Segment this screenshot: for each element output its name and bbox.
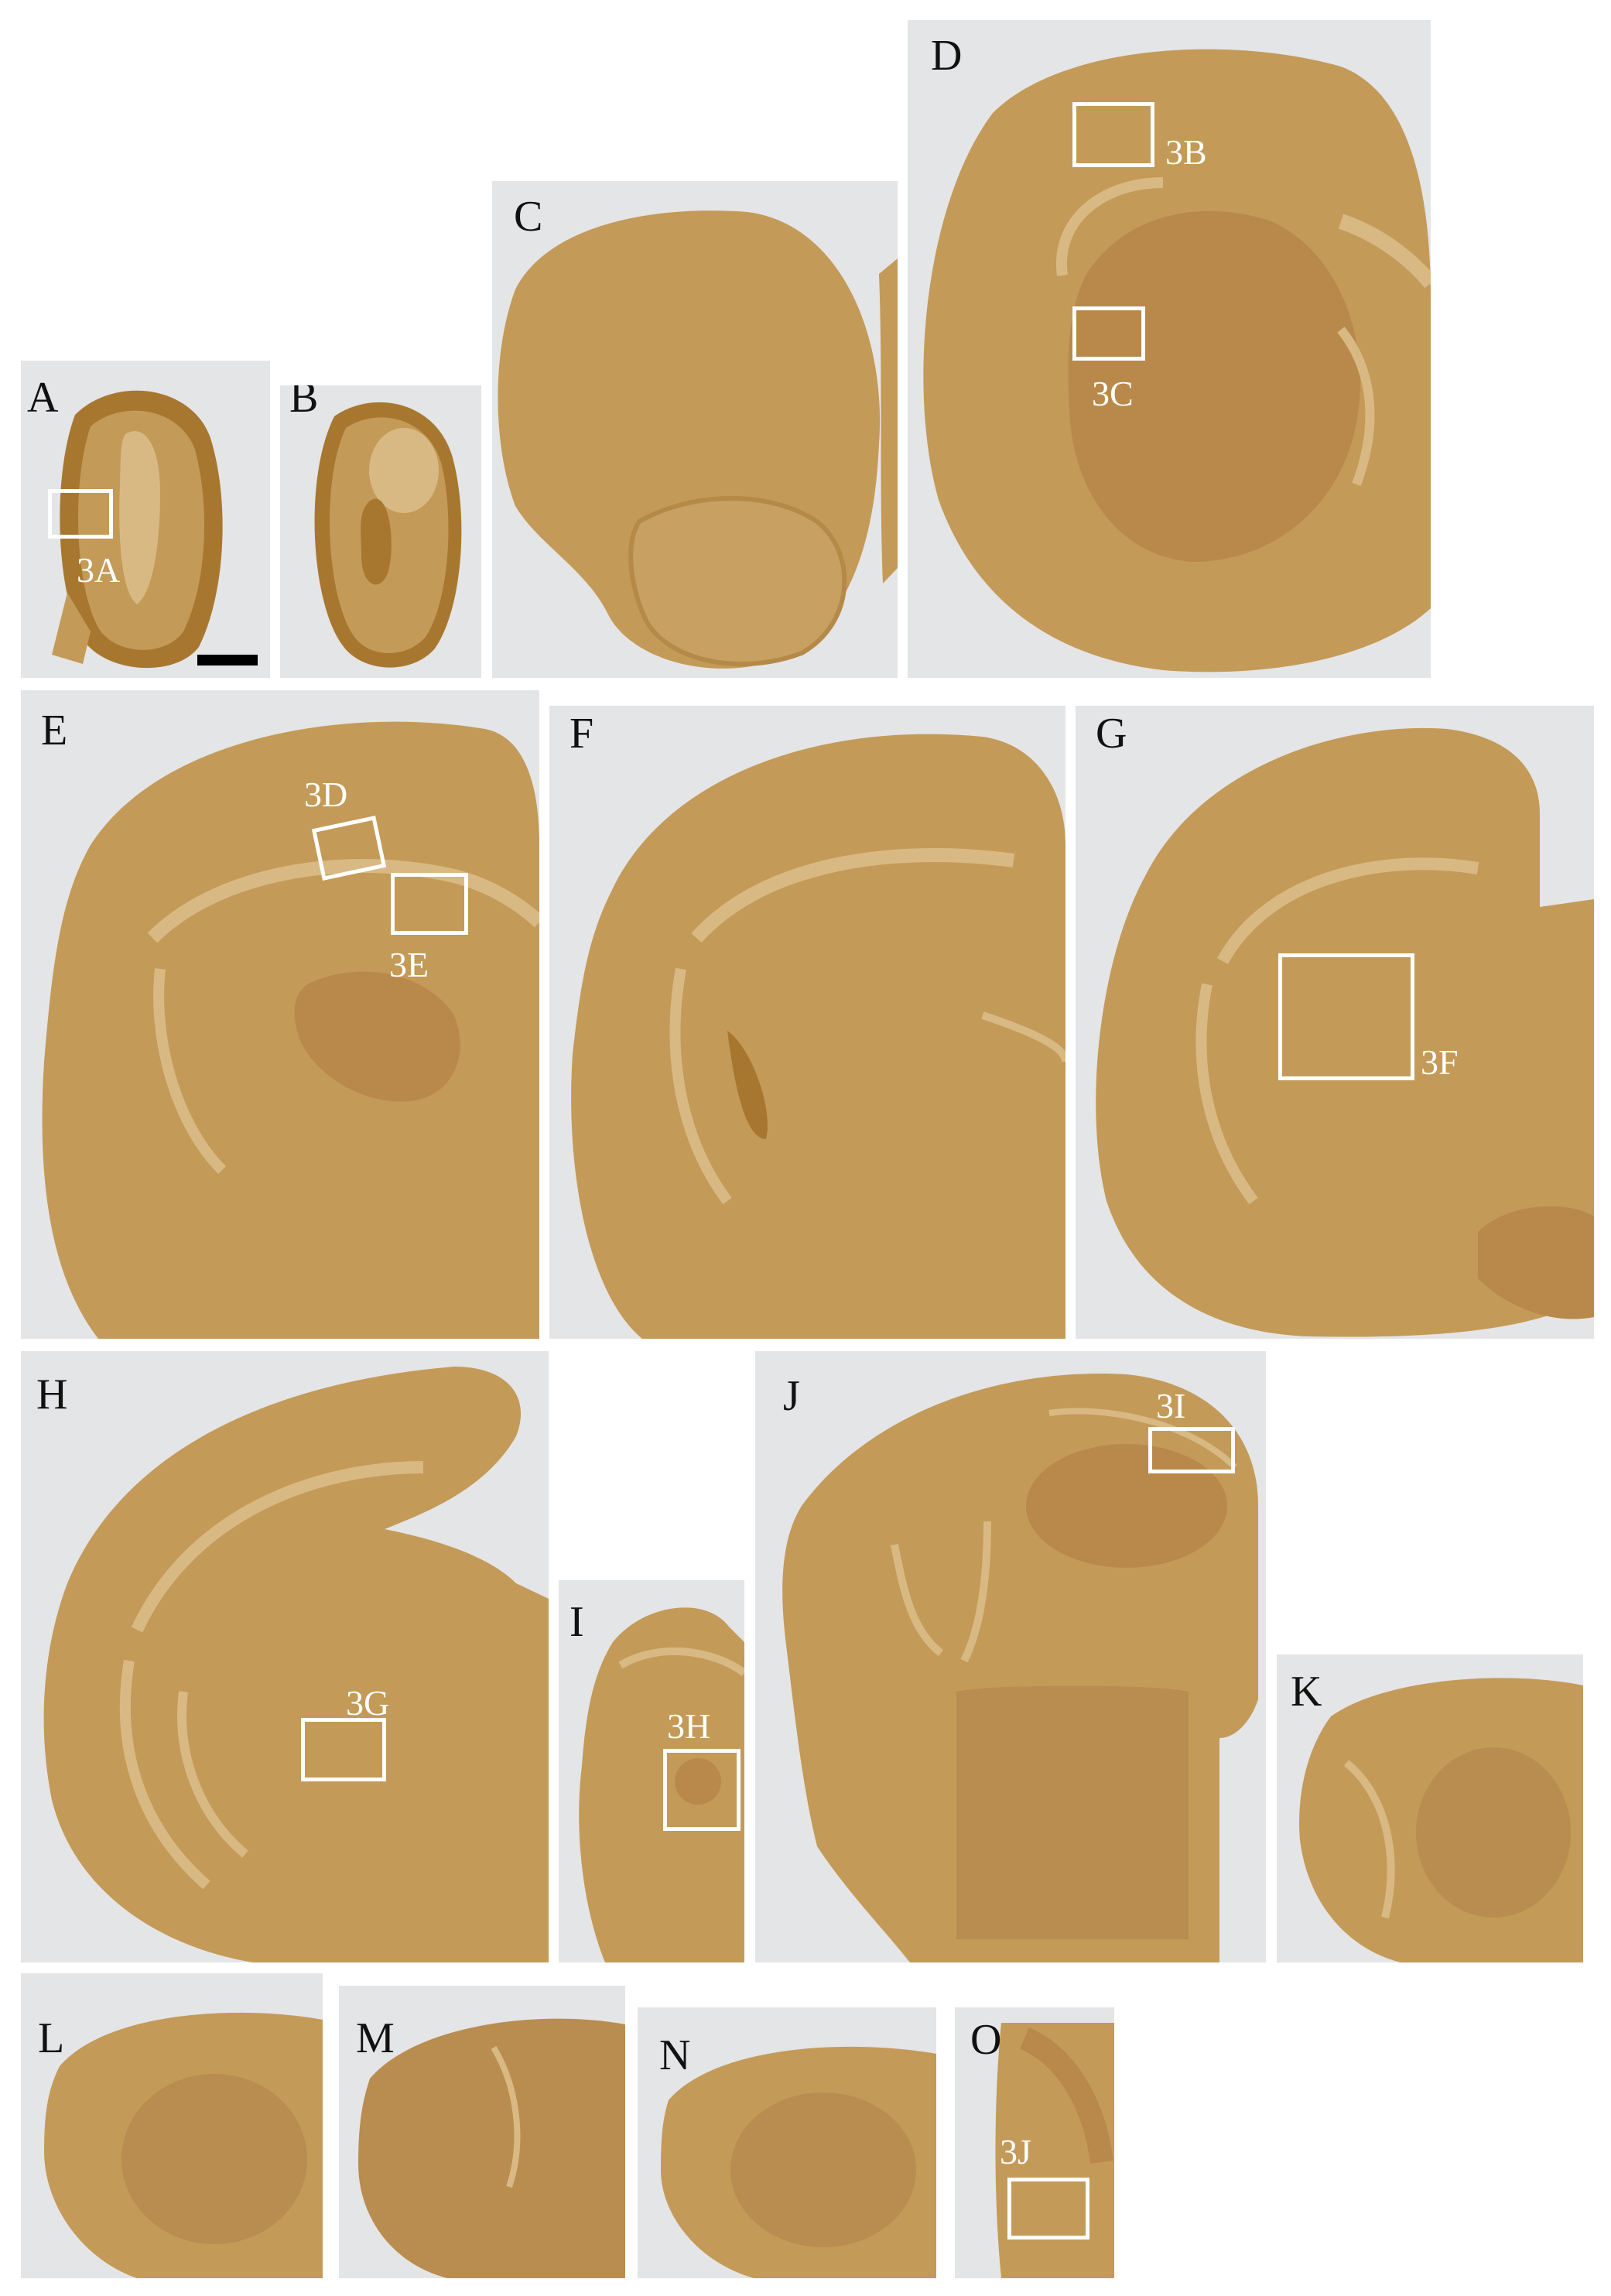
region-label-3a: 3A xyxy=(77,550,121,590)
panel-j-label: J xyxy=(783,1372,800,1420)
panel-g-label: G xyxy=(1096,710,1127,758)
region-box-3b xyxy=(1072,102,1154,167)
panel-n: N xyxy=(638,2007,936,2278)
panel-h: H 3G xyxy=(21,1351,549,1962)
panel-l-label: L xyxy=(38,2014,65,2062)
region-label-3d: 3D xyxy=(304,775,348,814)
region-box-3a xyxy=(48,489,113,539)
panel-k-label: K xyxy=(1291,1668,1322,1716)
panel-k-image xyxy=(1299,1678,1583,1962)
region-label-3f: 3F xyxy=(1421,1042,1459,1082)
region-label-3h: 3H xyxy=(667,1706,711,1746)
panel-g: G 3F xyxy=(1076,706,1594,1339)
panel-j-image xyxy=(782,1374,1258,1962)
panel-i-label: I xyxy=(569,1598,584,1646)
panel-n-image xyxy=(661,2046,936,2278)
panel-c: C xyxy=(492,181,898,678)
panel-b-label: B xyxy=(289,385,319,422)
panel-a-image xyxy=(52,390,223,669)
panel-f-label: F xyxy=(569,710,594,758)
panel-d-label: D xyxy=(931,32,963,80)
panel-m-label: M xyxy=(356,2014,395,2062)
region-label-3j: 3J xyxy=(1000,2132,1031,2171)
panel-e-label: E xyxy=(41,707,68,754)
panel-e: E 3D 3E xyxy=(21,690,539,1339)
panel-m: M xyxy=(339,1986,625,2278)
panel-a: A 3A xyxy=(21,361,270,678)
region-box-3j xyxy=(1007,2178,1089,2240)
panel-a-label: A xyxy=(27,374,59,422)
panel-f-image xyxy=(571,734,1065,1339)
panel-b-image xyxy=(314,402,462,668)
panel-k: K xyxy=(1277,1654,1583,1962)
region-box-3g xyxy=(301,1718,386,1781)
region-label-3e: 3E xyxy=(389,945,429,984)
panel-l: L xyxy=(21,1973,323,2278)
region-box-3f xyxy=(1278,953,1414,1080)
panel-c-image xyxy=(498,210,898,669)
region-label-3g: 3G xyxy=(346,1683,390,1723)
panel-i-image xyxy=(579,1607,744,1962)
panel-b: B xyxy=(280,385,481,678)
panel-c-label: C xyxy=(514,193,543,241)
panel-d-image xyxy=(923,49,1431,672)
region-label-3c: 3C xyxy=(1092,374,1134,413)
panel-o-label: O xyxy=(970,2016,1002,2064)
panel-h-label: H xyxy=(36,1370,68,1418)
panel-f: F xyxy=(549,706,1065,1339)
region-box-3i xyxy=(1148,1427,1235,1473)
region-box-3c xyxy=(1072,306,1145,361)
region-box-3h xyxy=(663,1749,741,1831)
panel-d: D 3B 3C xyxy=(908,20,1431,678)
panel-n-label: N xyxy=(659,2031,691,2079)
region-label-3b: 3B xyxy=(1165,132,1207,172)
scale-bar xyxy=(197,655,258,666)
panel-i: I 3H xyxy=(559,1580,744,1962)
panel-l-image xyxy=(44,2012,323,2278)
panel-m-image xyxy=(358,2018,625,2278)
region-box-3e xyxy=(391,873,468,935)
panel-j: J 3I xyxy=(755,1351,1266,1962)
panel-h-image xyxy=(43,1367,549,1962)
panel-e-image xyxy=(42,721,539,1339)
panel-o-image xyxy=(995,2023,1114,2278)
region-label-3i: 3I xyxy=(1156,1386,1186,1425)
panel-g-image xyxy=(1096,727,1594,1337)
panel-o: O 3J xyxy=(955,2007,1114,2278)
